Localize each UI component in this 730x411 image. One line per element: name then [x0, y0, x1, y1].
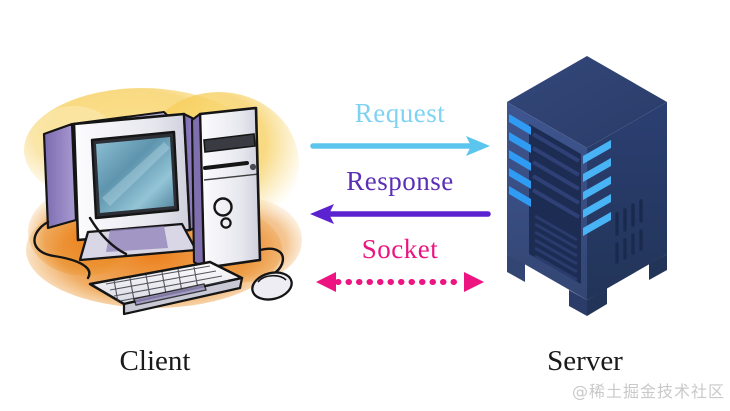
caption-server: Server [547, 345, 623, 377]
caption-client: Client [119, 345, 191, 377]
flow-request: Request [300, 100, 500, 163]
computer-tower [190, 106, 262, 270]
mouse [251, 271, 293, 301]
server-rack-svg [507, 56, 667, 316]
server-base [507, 254, 667, 316]
flow-socket-label: Socket [361, 234, 439, 264]
server-front-panel [529, 124, 581, 284]
client-computer-svg [24, 88, 302, 316]
server-side-vents [615, 199, 643, 264]
flow-request-label: Request [354, 98, 446, 128]
flow-request-arrow-right-icon [310, 136, 490, 156]
server-rack-illustration [495, 48, 675, 338]
watermark: @稀土掘金技术社区 [572, 382, 726, 401]
server-body [507, 56, 667, 300]
keyboard [88, 260, 244, 316]
flow-response-arrow-left-icon [310, 204, 491, 224]
flow-socket: Socket [300, 236, 500, 299]
client-computer-illustration [14, 72, 304, 322]
flow-response-label: Response [346, 166, 454, 196]
flow-response: Response [300, 168, 500, 231]
flow-socket-arrow-both-icon [316, 272, 484, 292]
server-led-strips [509, 114, 611, 236]
